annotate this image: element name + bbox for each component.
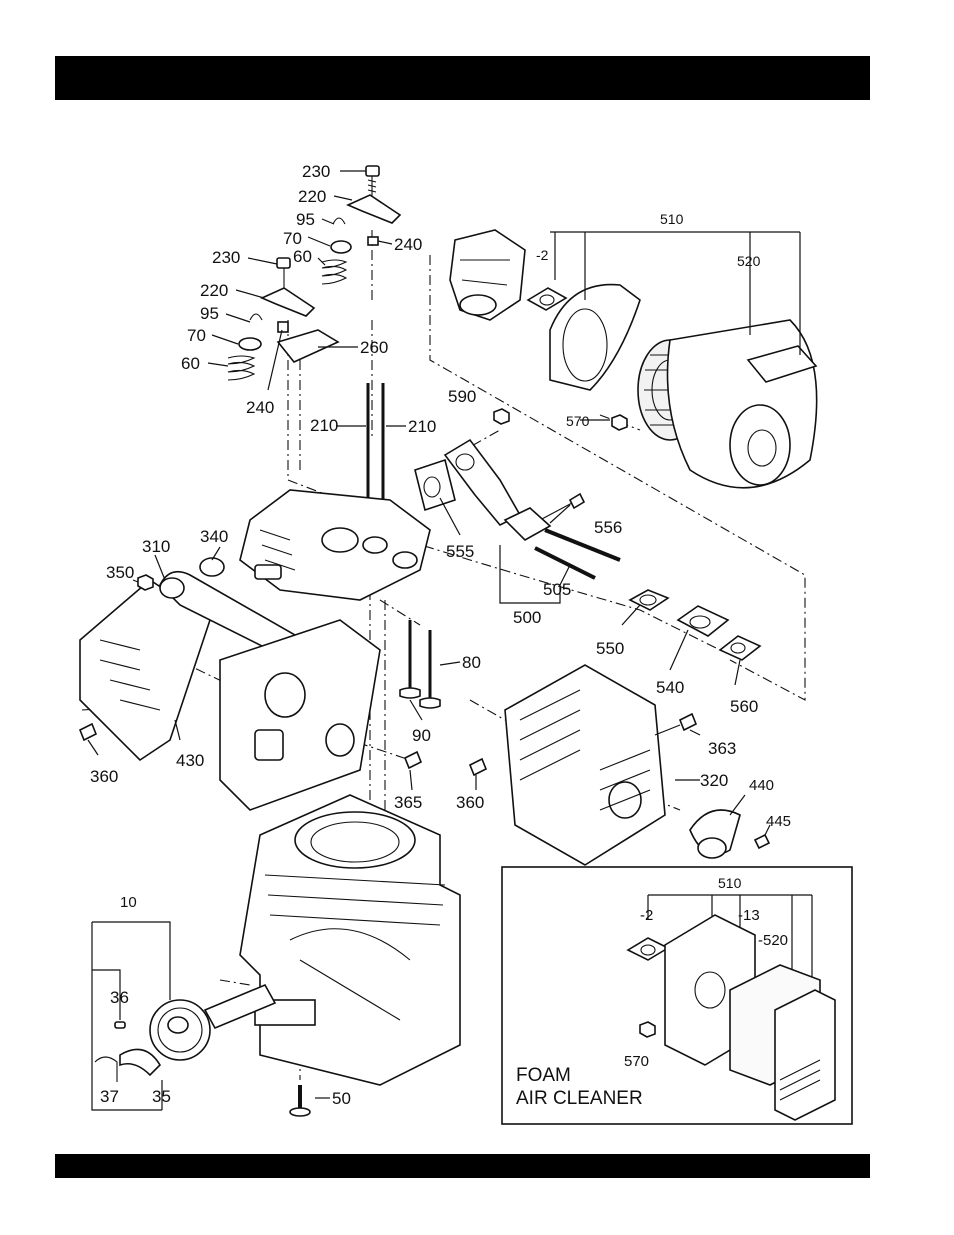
inset-label-570: 570	[624, 1053, 649, 1070]
label-240-top: 240	[394, 235, 422, 254]
label-70-top: 70	[283, 229, 302, 248]
label-445: 445	[766, 813, 791, 830]
label-320: 320	[700, 771, 728, 790]
label-360-right: 360	[456, 793, 484, 812]
label-540: 540	[656, 678, 684, 697]
label-2: -2	[536, 247, 549, 263]
carburetor-air-cleaner	[450, 230, 817, 488]
label-350: 350	[106, 563, 134, 582]
label-220-second: 220	[200, 281, 228, 300]
label-80: 80	[462, 653, 481, 672]
label-95-top: 95	[296, 210, 315, 229]
label-36: 36	[110, 988, 129, 1007]
label-60-top: 60	[293, 247, 312, 266]
label-10: 10	[120, 894, 137, 911]
crankcase-block	[240, 795, 460, 1085]
label-570: 570	[566, 413, 590, 429]
inset-label-2: -2	[640, 907, 653, 924]
foam-air-cleaner-inset: 510 -2 -13 -520 570 FOAM AIR CLEANER	[502, 867, 852, 1124]
label-260: 260	[360, 338, 388, 357]
label-220-top: 220	[298, 187, 326, 206]
inset-label-520: -520	[758, 932, 788, 949]
inset-label-510: 510	[718, 875, 742, 891]
label-95-second: 95	[200, 304, 219, 323]
label-556: 556	[594, 518, 622, 537]
label-37: 37	[100, 1087, 119, 1106]
label-560: 560	[730, 697, 758, 716]
inset-label-13: -13	[738, 907, 760, 924]
label-500: 500	[513, 608, 541, 627]
label-365: 365	[394, 793, 422, 812]
label-363: 363	[708, 739, 736, 758]
muffler-cover	[470, 665, 769, 865]
label-520: 520	[737, 253, 761, 269]
label-35: 35	[152, 1087, 171, 1106]
label-230-second: 230	[212, 248, 240, 267]
label-510: 510	[660, 211, 684, 227]
label-360-left: 360	[90, 767, 118, 786]
label-555: 555	[446, 542, 474, 561]
label-50: 50	[332, 1089, 351, 1108]
label-70-second: 70	[187, 326, 206, 345]
label-340: 340	[200, 527, 228, 546]
label-550: 550	[596, 639, 624, 658]
label-590: 590	[448, 387, 476, 406]
label-230-top: 230	[302, 162, 330, 181]
label-505: 505	[543, 580, 571, 599]
label-240-second: 240	[246, 398, 274, 417]
label-440: 440	[749, 777, 774, 794]
label-90: 90	[412, 726, 431, 745]
label-210-right: 210	[408, 417, 436, 436]
cylinder-head	[240, 490, 430, 600]
label-310: 310	[142, 537, 170, 556]
inset-title-line2: AIR CLEANER	[516, 1088, 643, 1109]
label-60-second: 60	[181, 354, 200, 373]
inset-title-line1: FOAM	[516, 1065, 571, 1086]
label-210-left: 210	[310, 416, 338, 435]
label-430: 430	[176, 751, 204, 770]
valves	[400, 620, 440, 708]
